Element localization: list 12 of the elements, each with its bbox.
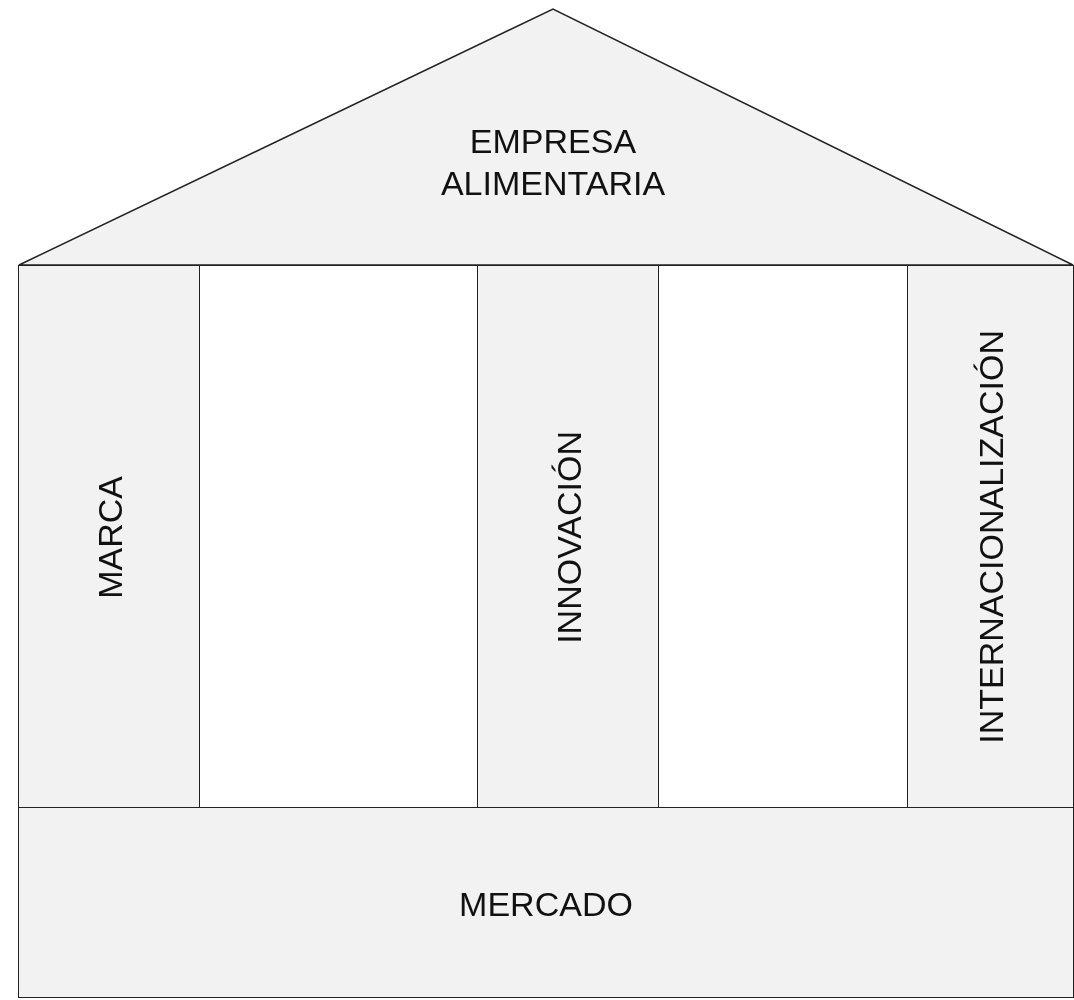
pillar <box>18 265 201 809</box>
roof-label: EMPRESA ALIMENTARIA <box>439 121 667 204</box>
empty-panel <box>199 265 479 809</box>
base-label: MERCADO <box>458 883 634 925</box>
pillar <box>907 265 1074 809</box>
empty-panel <box>658 265 909 809</box>
roof-triangle <box>18 8 1074 266</box>
pillar-label: MARCA <box>89 475 130 599</box>
pillar-label: INTERNACIONALIZACIÓN <box>970 330 1011 744</box>
pillar-label: INNOVACIÓN <box>548 430 589 644</box>
base-panel <box>18 807 1074 998</box>
pillar <box>477 265 660 809</box>
